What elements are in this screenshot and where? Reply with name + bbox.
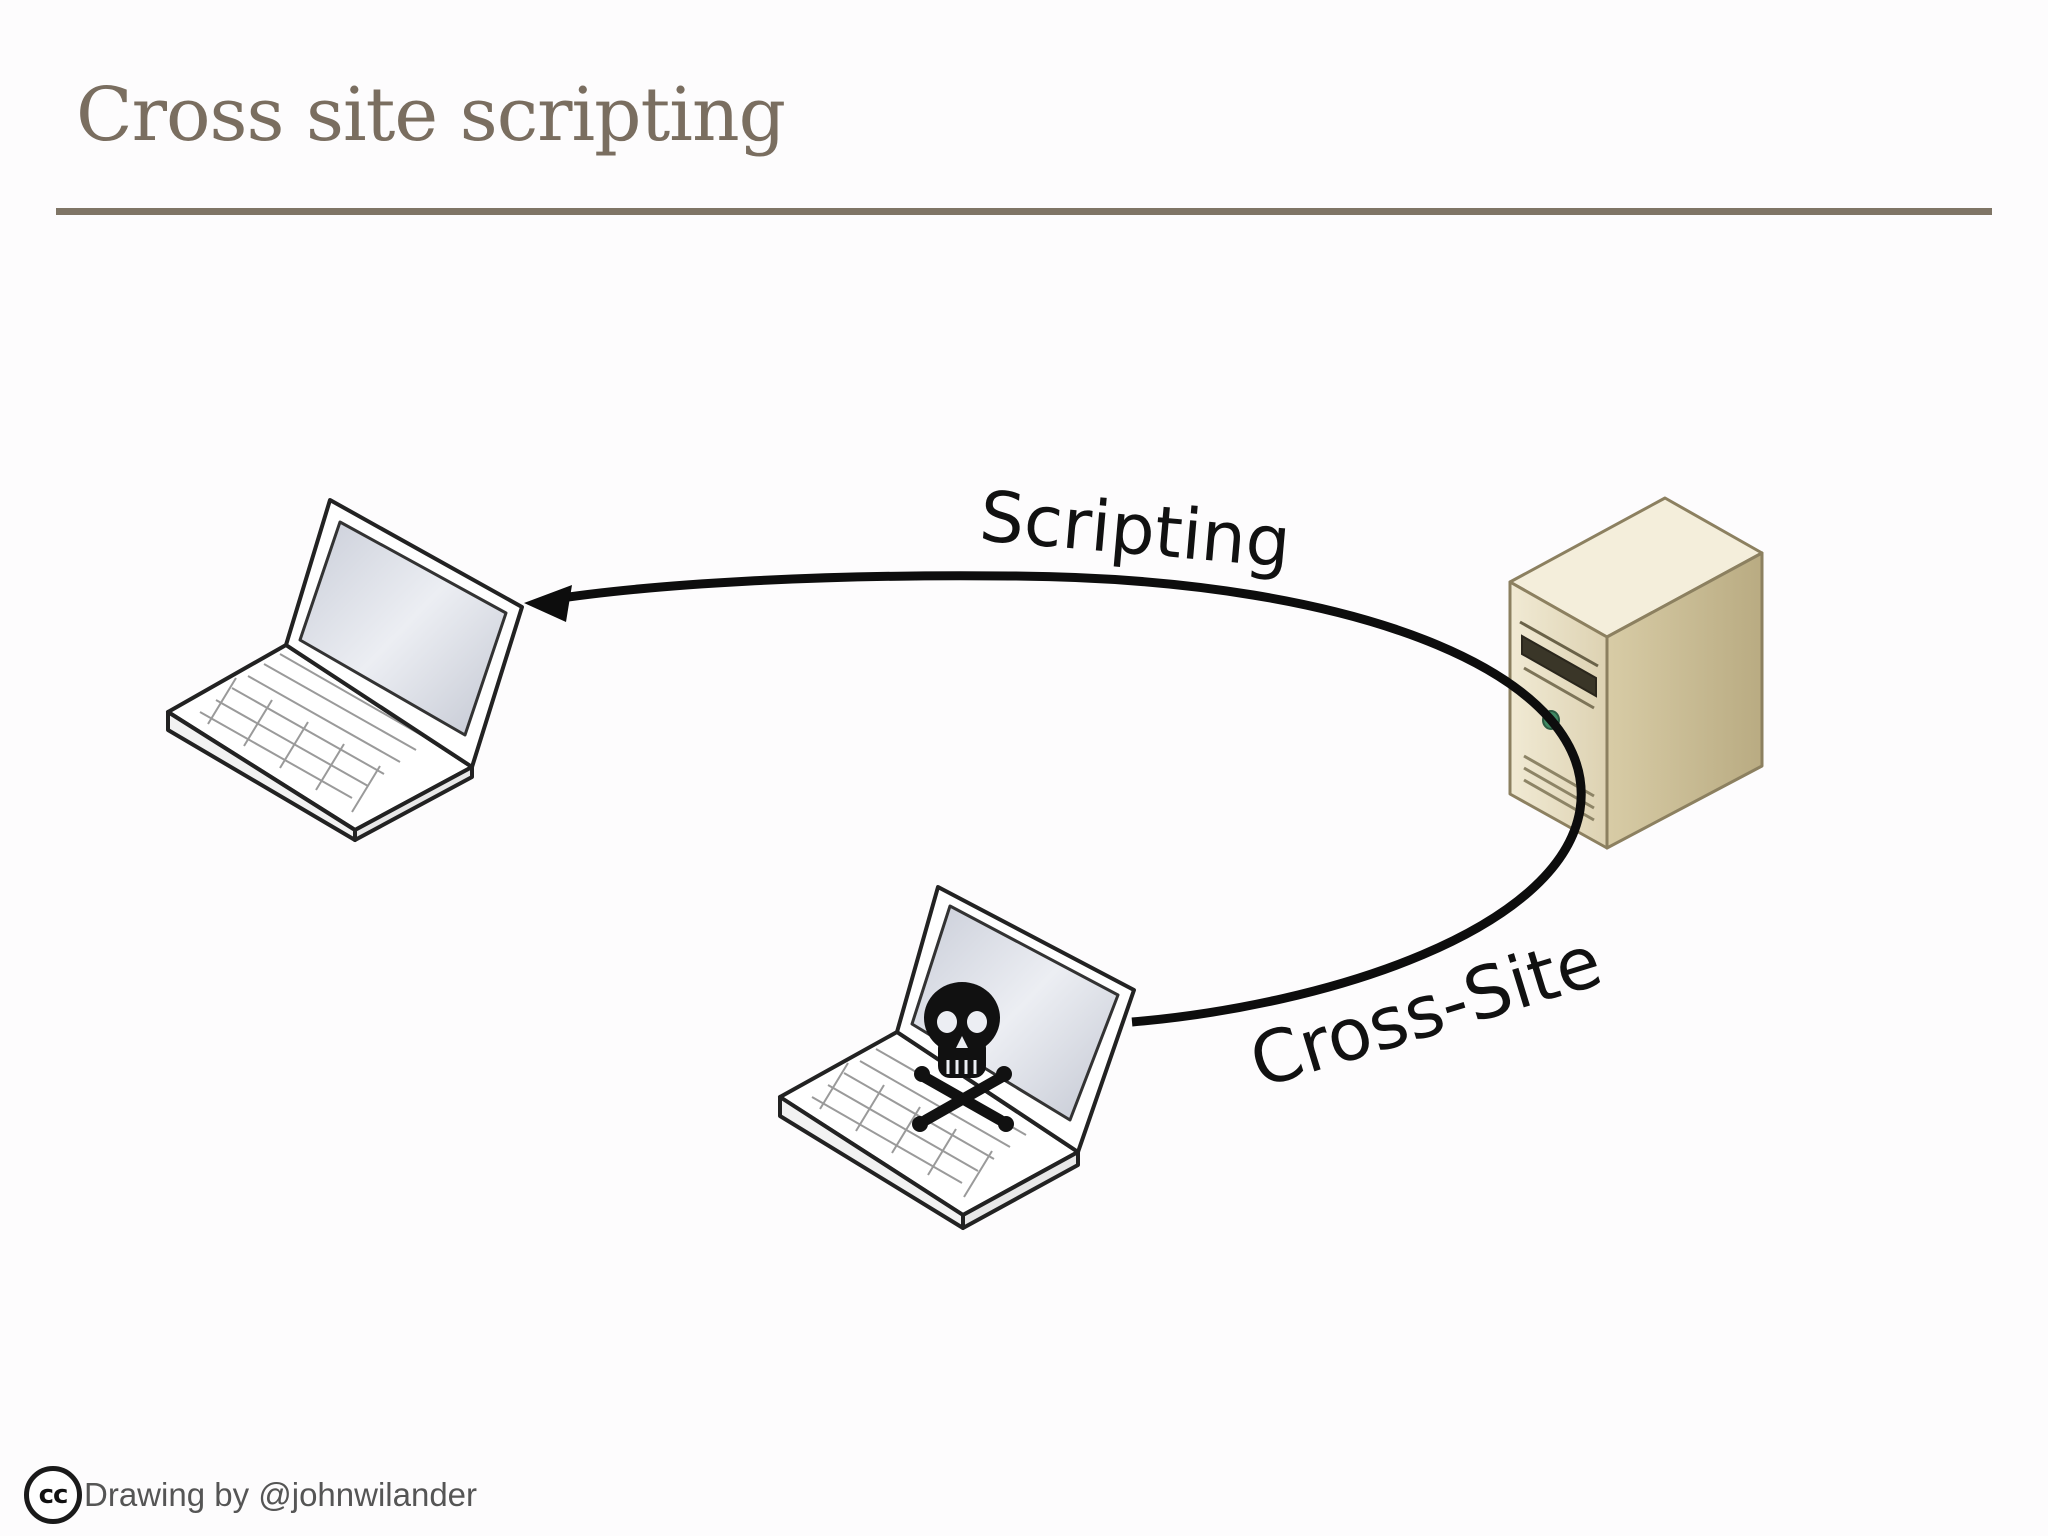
cc-icon-text: cc [38, 1480, 69, 1510]
scripting-label: Scripting [977, 475, 1294, 584]
arrowhead-icon [524, 585, 572, 622]
web-server-icon [1508, 496, 1764, 850]
footer: cc Drawing by @johnwilander [24, 1462, 477, 1528]
victim-laptop-icon [166, 498, 524, 842]
xss-flow-arc [547, 571, 1586, 1027]
title-divider [56, 208, 1992, 215]
drawing-credit: Drawing by @johnwilander [84, 1476, 478, 1513]
cross-site-label: Cross-Site [1240, 918, 1610, 1104]
skull-crossbones-icon [912, 982, 1014, 1132]
cc-icon: cc [24, 1466, 82, 1524]
slide-title: Cross site scripting [76, 72, 786, 158]
